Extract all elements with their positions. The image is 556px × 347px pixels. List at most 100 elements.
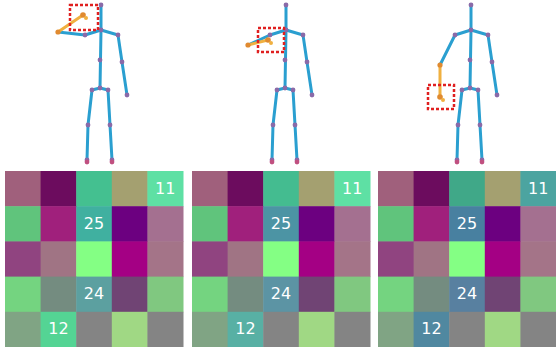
grid-cell (41, 241, 77, 277)
joint (486, 33, 491, 38)
grid-cell (299, 171, 335, 207)
grid-cell (263, 171, 299, 207)
bone (457, 125, 458, 160)
grid-cell (414, 206, 450, 242)
joint (456, 123, 461, 128)
bone (478, 90, 480, 125)
joint (83, 33, 88, 38)
cell-number: 24 (84, 286, 104, 302)
moving-arm (439, 65, 442, 97)
bone (100, 5, 103, 30)
bone (488, 35, 492, 62)
bone (307, 62, 312, 95)
joint (268, 33, 273, 38)
grid-cell (485, 312, 521, 347)
grid-cell (76, 206, 112, 242)
joint (478, 123, 483, 128)
cell-number: 24 (457, 286, 477, 302)
joint (455, 160, 460, 165)
highlight-box (428, 85, 454, 109)
grid-cell (228, 312, 264, 347)
joint (120, 60, 125, 65)
grid-cell (5, 206, 41, 242)
grid-cell (414, 312, 450, 347)
bone (285, 5, 288, 30)
bone (470, 5, 473, 30)
grid-cell (147, 171, 183, 207)
grid-cell (263, 277, 299, 313)
joint (468, 86, 473, 91)
grid-cell (334, 171, 370, 207)
grid-cell (449, 241, 485, 277)
cell-number: 11 (155, 181, 175, 197)
grid-cell (76, 312, 112, 347)
joint (468, 58, 473, 63)
joint (305, 60, 310, 65)
bone (58, 32, 85, 35)
grid-cell (5, 171, 41, 207)
joint (98, 58, 103, 63)
bone (286, 30, 303, 35)
grid-cell (299, 241, 335, 277)
grid-cell (449, 277, 485, 313)
grid-cell (520, 206, 556, 242)
bone (88, 90, 92, 125)
joint (490, 60, 495, 65)
grid-cell (112, 312, 148, 347)
joint (441, 98, 445, 102)
joint (480, 160, 485, 165)
grid-cell (485, 206, 521, 242)
cell-number: 12 (48, 321, 68, 337)
grid-cell (520, 312, 556, 347)
bone (110, 125, 112, 160)
joint (295, 160, 300, 165)
bone (273, 90, 277, 125)
grid-cell (263, 241, 299, 277)
bone (293, 90, 295, 125)
cell-number: 11 (342, 181, 362, 197)
grid-cell (147, 206, 183, 242)
grid-cell (76, 241, 112, 277)
bone (480, 125, 482, 160)
joint (283, 86, 288, 91)
bone (87, 125, 88, 160)
bone (272, 125, 273, 160)
joint (86, 123, 91, 128)
grid-cell (112, 171, 148, 207)
grid-cell (192, 206, 228, 242)
cell-number: 25 (457, 216, 477, 232)
grid-cell (41, 312, 77, 347)
grid-cell (263, 312, 299, 347)
joint (55, 29, 60, 34)
joint (453, 33, 458, 38)
joint (293, 123, 298, 128)
grid-cell (520, 171, 556, 207)
joint (110, 160, 115, 165)
joint (495, 93, 500, 98)
joint (269, 41, 273, 45)
highlight-box (258, 28, 284, 52)
highlight-box (70, 5, 98, 30)
grid-cell (41, 277, 77, 313)
grid-cell (76, 171, 112, 207)
grid-cell (263, 206, 299, 242)
grid-cell (449, 171, 485, 207)
grid-cell (76, 277, 112, 313)
joint (476, 88, 481, 93)
grid-cell (147, 241, 183, 277)
grid-cell (192, 171, 228, 207)
grid-cell (5, 241, 41, 277)
grid-cell (192, 312, 228, 347)
grid-cell (192, 277, 228, 313)
joint (460, 88, 465, 93)
joint (106, 88, 111, 93)
grid-cell (520, 277, 556, 313)
grid-cell (41, 171, 77, 207)
grid-cell (334, 241, 370, 277)
joint (125, 93, 130, 98)
joint (437, 62, 442, 67)
grid-cell (414, 277, 450, 313)
grid-cell (41, 206, 77, 242)
grid-cell (485, 277, 521, 313)
